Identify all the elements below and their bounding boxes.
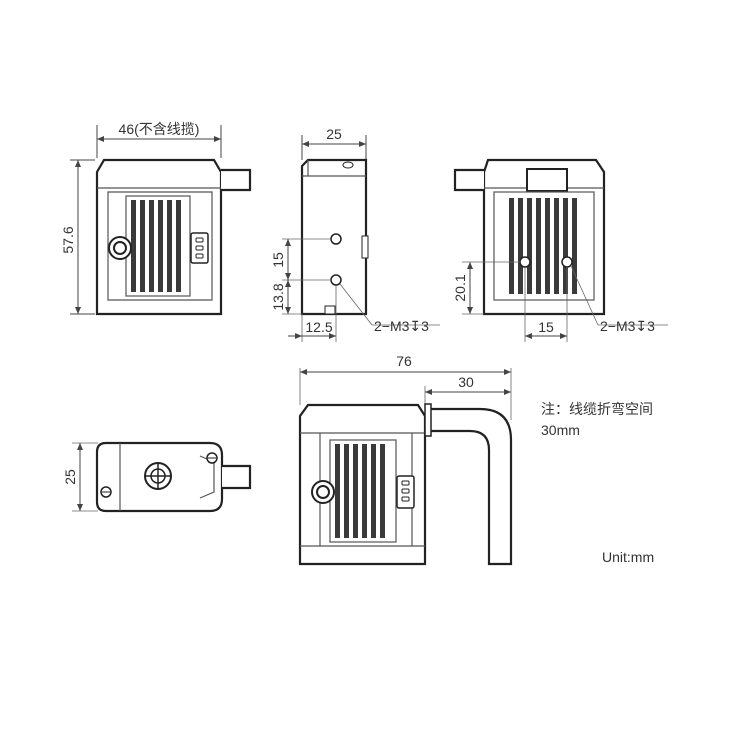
front-view: 46(不含线揽) 57.6	[60, 121, 252, 316]
bend-note-line1: 注：线缆折弯空间	[541, 401, 653, 417]
side-spacing-label: 15	[270, 252, 286, 268]
side-offset-label: 13.8	[270, 283, 286, 310]
cable-width-label: 30	[458, 374, 474, 390]
back-thread-label: 2−M3↧3	[600, 318, 655, 334]
back-height-label: 20.1	[452, 274, 468, 301]
bent-cable	[425, 407, 513, 566]
back-heatsink	[509, 198, 577, 294]
back-label-plate	[526, 168, 568, 192]
front-heatsink	[131, 200, 181, 292]
unit-label: Unit:mm	[602, 549, 654, 565]
iso-heatsink	[335, 444, 385, 538]
side-bottom-label: 12.5	[305, 319, 332, 335]
overall-width-label: 76	[396, 353, 412, 369]
back-hole-right	[561, 256, 573, 268]
front-width-label: 46(不含线揽)	[119, 121, 200, 137]
bend-note-line2: 30mm	[541, 422, 580, 438]
cable-bend-view: 76 30	[298, 353, 513, 566]
bottom-height-label: 25	[62, 469, 78, 485]
side-view: 25 15 13.8 12.5 2−M3↧3	[270, 126, 440, 342]
back-view: 20.1 15 2−M3↧3	[452, 158, 668, 342]
back-spacing-label: 15	[538, 319, 554, 335]
bottom-view: 25	[62, 441, 252, 513]
side-thread-label: 2−M3↧3	[374, 318, 429, 334]
front-connector	[108, 236, 132, 260]
back-hole-left	[519, 256, 531, 268]
side-width-label: 25	[326, 126, 342, 142]
front-height-label: 57.6	[60, 226, 76, 253]
